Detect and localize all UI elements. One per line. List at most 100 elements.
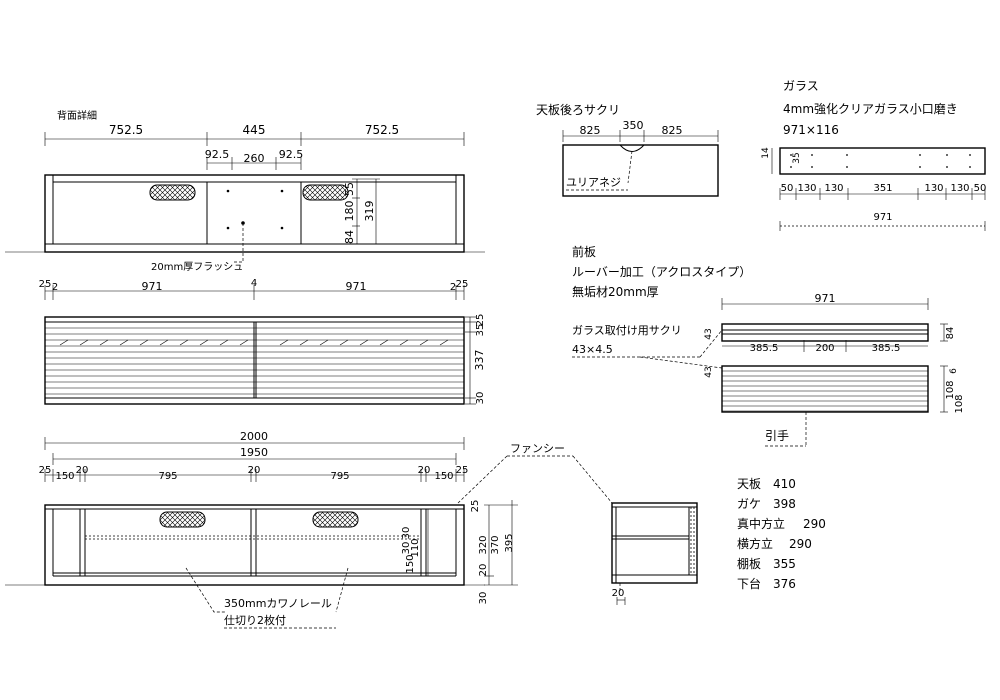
rear-subdim-center: 260: [244, 152, 265, 165]
top-groove-title: 天板後ろサクリ: [536, 103, 620, 117]
handle-label: 引手: [765, 429, 789, 443]
rail-label-1: 350mmカワノレール: [224, 597, 332, 610]
groove-dim-350: 350: [623, 119, 644, 132]
bottom-row-25-left: 25: [39, 465, 52, 476]
front-panel-vdim-43b: 43: [704, 366, 714, 377]
handle-cutout: [149, 184, 196, 201]
front-vdim-25: 25: [475, 314, 486, 327]
front-panel-vdim-84: 84: [945, 327, 956, 340]
front-dim-971-left: 971: [142, 280, 163, 293]
front-dim-4: 4: [251, 278, 257, 289]
glass-mount-points: [790, 154, 971, 168]
rear-vdim-180: 180: [343, 201, 356, 222]
handle-cutout: [312, 511, 359, 528]
part-name-center-post: 真中方立: [737, 516, 785, 531]
part-name-gake: ガケ: [737, 497, 761, 511]
fancy-side-view: ファンシー 20: [457, 442, 698, 605]
front-panel-view: 前板 ルーバー加工（アクロスタイプ） 無垢材20mm厚 ガラス取付け用サクリ 4…: [572, 244, 965, 447]
front-panel-vdim-43a: 43: [704, 328, 714, 339]
front-dim-2-right: 2: [450, 282, 456, 293]
bottom-row-20-right: 20: [418, 465, 431, 476]
front-panel-dim-385-left: 385.5: [750, 343, 779, 354]
groove-tick: [219, 339, 229, 346]
glass-dim-50-left: 50: [781, 183, 794, 194]
groove-tick: [79, 339, 89, 346]
rear-detail-view: 背面詳細 752.5 445 752.5 92.5 260 92.5: [5, 109, 485, 273]
handle-cutout: [302, 184, 349, 201]
rear-dim-center: 445: [243, 123, 266, 137]
groove-tick: [359, 339, 369, 346]
groove-label: ガラス取付け用サクリ: [572, 324, 682, 337]
front-dim-25-right: 25: [456, 279, 469, 290]
bottom-vdim-30-base: 30: [478, 592, 489, 605]
groove-tick: [159, 339, 169, 346]
part-value-base: 376: [773, 577, 796, 591]
rear-vdim-84: 84: [343, 230, 356, 244]
groove-tick: [419, 339, 429, 346]
bottom-section-view: 2000 1950 25 150 20 795 20 795 20 150 25: [5, 430, 518, 629]
bottom-vdim-30b: 30: [401, 542, 412, 555]
bottom-vdim-370: 370: [490, 535, 501, 554]
front-panel-line1: ルーバー加工（アクロスタイプ）: [572, 265, 751, 279]
part-value-top: 410: [773, 477, 796, 491]
mount-dot: [790, 154, 792, 156]
front-panel-dim-971: 971: [815, 292, 836, 305]
front-vdim-337: 337: [473, 350, 486, 371]
front-panel-vdim-108b: 108: [954, 394, 965, 413]
glass-dim-971: 971: [873, 212, 892, 223]
part-name-top: 天板: [737, 477, 761, 491]
rear-subdim-right: 92.5: [279, 148, 304, 161]
bottom-vdim-25: 25: [470, 500, 481, 513]
bottom-row-150-left: 150: [55, 471, 74, 482]
rear-dim-left: 752.5: [109, 123, 143, 137]
bottom-row-795-left: 795: [158, 471, 177, 482]
rear-vdim-319: 319: [363, 201, 376, 222]
front-panel-dim-385-right: 385.5: [872, 343, 901, 354]
groove-tick: [299, 339, 309, 346]
part-name-base: 下台: [737, 576, 761, 591]
front-dim-2-left: 2: [52, 282, 58, 293]
bottom-vdim-20: 20: [478, 564, 489, 577]
bottom-dim-inner: 1950: [240, 446, 268, 459]
glass-dim-351: 351: [873, 183, 892, 194]
front-vdim-35: 35: [475, 324, 486, 337]
mount-dot: [811, 154, 813, 156]
groove-tick: [239, 339, 249, 346]
screw-label: ユリアネジ: [566, 176, 621, 189]
groove-tick: [279, 339, 289, 346]
bottom-vdim-30a: 30: [401, 527, 412, 540]
bottom-vdim-110: 110: [410, 538, 421, 557]
mount-dot: [846, 154, 848, 156]
front-panel-slats: [722, 370, 928, 412]
front-louver-view: 25 2 971 4 971 2 25 25 35 337 30: [39, 278, 486, 405]
groove-tick: [99, 339, 109, 346]
groove-dim-825-left: 825: [580, 124, 601, 137]
fancy-dim-20: 20: [612, 588, 625, 599]
fancy-label: ファンシー: [510, 442, 565, 455]
bottom-dim-total: 2000: [240, 430, 268, 443]
bottom-row-20-mid: 20: [248, 465, 261, 476]
groove-tick: [139, 339, 149, 346]
rear-dim-right: 752.5: [365, 123, 399, 137]
mount-dot: [811, 166, 813, 168]
groove-tick: [59, 339, 69, 346]
rail-label-2: 仕切り2枚付: [224, 613, 286, 627]
mount-dot: [919, 154, 921, 156]
mount-dot: [919, 166, 921, 168]
front-panel-title: 前板: [572, 244, 596, 259]
glass-vdim-14: 14: [761, 147, 771, 159]
glass-vdim-35: 35: [792, 152, 802, 163]
glass-groove-marks: [59, 339, 449, 346]
part-value-center-post: 290: [803, 517, 826, 531]
glass-dim-130-4: 130: [950, 183, 969, 194]
groove-tick: [199, 339, 209, 346]
bottom-row-20-left: 20: [76, 465, 89, 476]
bottom-row-150-right: 150: [434, 471, 453, 482]
louver-slats: [45, 327, 464, 395]
part-value-gake: 398: [773, 497, 796, 511]
part-name-side-post: 横方立: [737, 536, 773, 551]
glass-dim-50-right: 50: [974, 183, 987, 194]
bottom-vdim-150: 150: [405, 554, 416, 573]
glass-size: 971×116: [783, 123, 839, 137]
groove-tick: [399, 339, 409, 346]
